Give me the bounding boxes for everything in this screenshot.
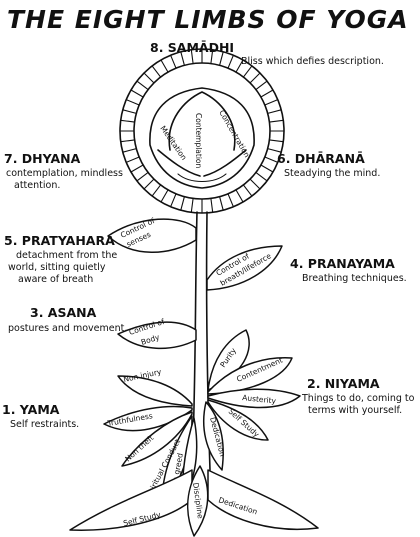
lotus-base bbox=[177, 173, 227, 183]
limb-yama: 1. YAMA Self restraints. bbox=[2, 402, 79, 430]
petal-tick bbox=[125, 99, 140, 106]
niyama-desc-line2: terms with yourself. bbox=[308, 405, 402, 416]
petal-tick bbox=[260, 89, 274, 98]
lotus-petal-center bbox=[168, 91, 236, 151]
leaf-control-of-senses: Control of senses bbox=[107, 216, 197, 253]
petal-tick bbox=[130, 89, 144, 98]
petal-tick bbox=[151, 65, 162, 78]
petal-tick bbox=[260, 164, 274, 173]
petal-tick bbox=[264, 99, 279, 106]
limb-pratyahara: 5. PRATYAHARA detachment from the world,… bbox=[4, 233, 117, 285]
petal-tick bbox=[268, 119, 284, 123]
petal-tick bbox=[267, 148, 282, 153]
limb-dhyana: 7. DHYANA contemplation, mindless attent… bbox=[4, 151, 123, 191]
leaf-control-of-body: Control of Body bbox=[117, 317, 197, 350]
limb-niyama: 2. NIYAMA Things to do, coming to terms … bbox=[301, 376, 415, 416]
petal-tick bbox=[249, 178, 261, 190]
pranayama-name: 4. PRANAYAMA bbox=[290, 256, 395, 271]
petal-tick bbox=[242, 65, 253, 78]
petal-tick bbox=[130, 164, 144, 173]
asana-desc: postures and movement. bbox=[8, 323, 127, 334]
limb-pranayama: 4. PRANAYAMA Breathing techniques. bbox=[290, 256, 407, 284]
leaf-austerity bbox=[207, 388, 301, 409]
petal-tick bbox=[227, 193, 234, 208]
leaf-root-dedication bbox=[207, 469, 319, 530]
pranayama-desc: Breathing techniques. bbox=[302, 273, 407, 284]
lotus-petal-left bbox=[157, 149, 201, 177]
petal-tick bbox=[170, 54, 177, 69]
petal-tick bbox=[136, 171, 149, 182]
leaf-non-injury bbox=[117, 375, 193, 407]
pratyahara-name: 5. PRATYAHARA bbox=[4, 233, 115, 248]
petal-tick bbox=[219, 51, 224, 66]
petal-tick bbox=[235, 189, 244, 203]
petal-tick bbox=[210, 49, 214, 65]
yama-name: 1. YAMA bbox=[2, 402, 60, 417]
petal-tick bbox=[268, 139, 284, 143]
petal-tick bbox=[136, 80, 149, 91]
flower-petal-ticks bbox=[119, 48, 285, 214]
dharana-name: 6. DHĀRANĀ bbox=[277, 151, 365, 166]
flower-head: Contemplation Meditation Concentration bbox=[119, 48, 285, 214]
samadhi-name: 8. SAMĀDHI bbox=[150, 40, 234, 55]
petal-tick bbox=[267, 109, 282, 114]
pratyahara-desc-line1: detachment from the bbox=[16, 250, 117, 261]
pratyahara-desc-line3: aware of breath bbox=[18, 274, 93, 285]
leaf-self-study bbox=[207, 399, 269, 441]
leaf-text-austerity: Austerity bbox=[242, 393, 277, 406]
petal-tick bbox=[120, 139, 136, 143]
petal-tick bbox=[143, 178, 155, 190]
petal-tick bbox=[143, 72, 155, 84]
niyama-leaf-fan: Purity Contentment Austerity Self Study … bbox=[203, 329, 301, 471]
petal-tick bbox=[190, 49, 194, 65]
yama-leaf-fan: Non injury Truthfulness Non theft Spirit… bbox=[103, 367, 198, 503]
dhyana-desc-line2: attention. bbox=[14, 180, 60, 191]
leaf-root-discipline bbox=[187, 465, 209, 537]
leaf-root-self-study bbox=[69, 469, 193, 531]
petal-tick bbox=[190, 197, 194, 213]
petal-tick bbox=[160, 59, 169, 73]
petal-tick bbox=[180, 196, 185, 211]
petal-tick bbox=[235, 59, 244, 73]
petal-tick bbox=[255, 171, 268, 182]
asana-name: 3. ASANA bbox=[30, 305, 97, 320]
leaf-dedication-upper bbox=[203, 401, 224, 471]
root-leaf-group: Self Study Discipline Dedication bbox=[69, 465, 319, 537]
petal-tick bbox=[227, 54, 234, 69]
lotus-bowl bbox=[149, 87, 255, 189]
yama-desc: Self restraints. bbox=[10, 419, 79, 430]
dharana-desc: Steadying the mind. bbox=[284, 168, 380, 179]
limb-samadhi: 8. SAMĀDHI Bliss which defies descriptio… bbox=[150, 40, 384, 67]
limb-dharana: 6. DHĀRANĀ Steadying the mind. bbox=[277, 151, 380, 179]
petal-tick bbox=[180, 51, 185, 66]
petal-tick bbox=[170, 193, 177, 208]
leaf-non-theft bbox=[121, 411, 193, 467]
lotus-petal-right bbox=[203, 149, 247, 177]
center-concentration: Concentration bbox=[217, 109, 251, 160]
petal-tick bbox=[120, 119, 136, 123]
pratyahara-desc-line2: world, sitting quietly bbox=[8, 262, 106, 273]
dhyana-desc-line1: contemplation, mindless bbox=[6, 168, 123, 179]
petal-tick bbox=[264, 156, 279, 163]
samadhi-desc: Bliss which defies description. bbox=[241, 56, 384, 67]
limb-asana: 3. ASANA postures and movement. bbox=[8, 305, 127, 334]
petal-tick bbox=[160, 189, 169, 203]
niyama-desc-line1: Things to do, coming to bbox=[301, 393, 415, 404]
petal-tick bbox=[151, 184, 162, 197]
center-contemplation: Contemplation bbox=[194, 113, 203, 168]
niyama-name: 2. NIYAMA bbox=[307, 376, 380, 391]
petal-tick bbox=[255, 80, 268, 91]
dhyana-name: 7. DHYANA bbox=[4, 151, 81, 166]
petal-tick bbox=[210, 197, 214, 213]
petal-tick bbox=[122, 109, 137, 114]
petal-tick bbox=[122, 148, 137, 153]
diagram-title: THE EIGHT LIMBS OF YOGA bbox=[7, 5, 409, 34]
petal-tick bbox=[125, 156, 140, 163]
center-meditation: Meditation bbox=[158, 124, 188, 162]
petal-tick bbox=[249, 72, 261, 84]
petal-tick bbox=[242, 184, 253, 197]
leaf-control-of-breath: Control of breath/lifeforce bbox=[206, 245, 283, 291]
petal-tick bbox=[219, 196, 224, 211]
